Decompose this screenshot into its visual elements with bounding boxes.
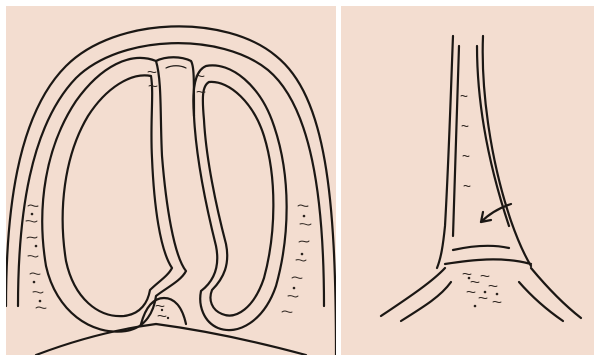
bottom-right-curve [531, 268, 581, 318]
stalk-texture [461, 95, 470, 186]
bottom-left-curve-2 [401, 282, 451, 321]
left-outer-line [437, 36, 453, 268]
right-outer-line [483, 36, 531, 266]
left-illustration-panel [6, 6, 336, 355]
right-illustration-panel [341, 6, 594, 355]
bottom-right-curve-2 [519, 282, 563, 321]
inner-left-line [453, 46, 459, 236]
right-line-drawing [341, 6, 594, 355]
central-notch [141, 298, 186, 324]
midline-septum-inner [166, 66, 186, 68]
triangle-base [445, 259, 531, 264]
bottom-left-curve [381, 268, 445, 316]
triangle-inner-base [453, 246, 509, 250]
left-cavity-inner [63, 75, 172, 316]
lower-texture [463, 273, 501, 307]
base-curve [36, 324, 306, 355]
right-cavity-inner [203, 82, 274, 316]
left-line-drawing [6, 6, 336, 355]
